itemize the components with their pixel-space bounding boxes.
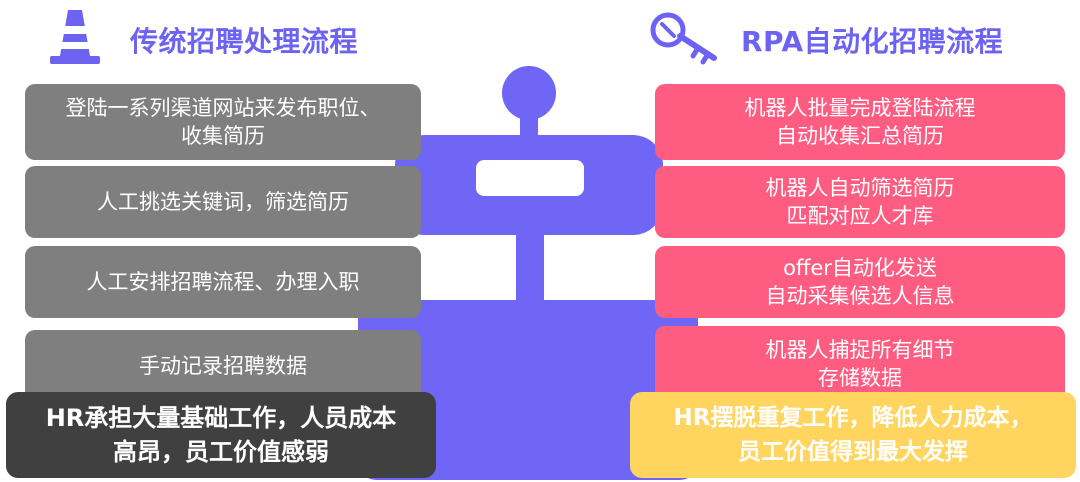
right-step-4-line2: 存储数据: [818, 366, 902, 390]
robot-antenna-stem: [520, 110, 538, 140]
left-step-2-line1: 人工挑选关键词，筛选简历: [97, 190, 349, 214]
left-summary-line2: 高昂，员工价值感弱: [113, 438, 329, 466]
left-step-3-line1: 人工安排招聘流程、办理入职: [86, 270, 360, 294]
robot-eye: [476, 160, 584, 196]
right-step-1: 机器人批量完成登陆流程 自动收集汇总简历: [655, 84, 1065, 160]
right-step-3-line2: 自动采集候选人信息: [765, 284, 955, 308]
left-step-3: 人工安排招聘流程、办理入职: [25, 246, 421, 318]
left-summary: HR承担大量基础工作，人员成本 高昂，员工价值感弱: [6, 392, 436, 478]
right-step-1-line2: 自动收集汇总简历: [776, 124, 944, 148]
left-step-4: 手动记录招聘数据: [25, 330, 421, 402]
left-step-1-line1: 登陆一系列渠道网站来发布职位、: [65, 96, 381, 120]
right-step-3: offer自动化发送 自动采集候选人信息: [655, 246, 1065, 318]
traffic-cone-icon: [44, 6, 106, 68]
left-step-4-line1: 手动记录招聘数据: [139, 354, 307, 378]
key-icon: [648, 6, 724, 68]
left-step-1-line2: 收集简历: [181, 124, 265, 148]
right-step-4-line1: 机器人捕捉所有细节: [765, 338, 955, 362]
robot-neck: [516, 230, 544, 300]
right-summary: HR摆脱重复工作，降低人力成本， 员工价值得到最大发挥: [630, 392, 1076, 478]
right-step-2-line2: 匹配对应人才库: [786, 204, 934, 228]
left-step-2: 人工挑选关键词，筛选简历: [25, 166, 421, 238]
right-step-1-line1: 机器人批量完成登陆流程: [744, 96, 976, 120]
right-step-2: 机器人自动筛选简历 匹配对应人才库: [655, 166, 1065, 238]
right-title: RPA自动化招聘流程: [741, 25, 1004, 58]
right-step-3-line1: offer自动化发送: [783, 256, 937, 280]
left-title: 传统招聘处理流程: [130, 25, 359, 58]
right-step-2-line1: 机器人自动筛选简历: [765, 176, 955, 200]
left-summary-line1: HR承担大量基础工作，人员成本: [45, 404, 397, 432]
right-summary-line1: HR摆脱重复工作，降低人力成本，: [673, 405, 1033, 431]
right-summary-line2: 员工价值得到最大发挥: [738, 439, 968, 465]
left-step-1: 登陆一系列渠道网站来发布职位、 收集简历: [25, 84, 421, 160]
